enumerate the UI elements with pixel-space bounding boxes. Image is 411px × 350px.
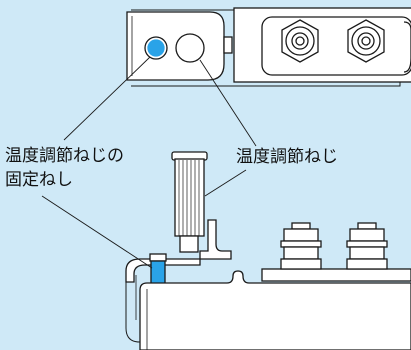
leader-lines [41,56,257,269]
side-bracket [125,219,232,283]
top-adjust-screw [175,33,205,63]
top-terminal-screw-1 [281,19,319,63]
leader-adjust-side [204,169,247,197]
side-fixing-screw [149,253,167,288]
top-terminal-screw-2 [347,19,385,63]
leader-fixing-top [63,56,151,141]
top-view-assembly [126,7,411,87]
side-base-housing [139,270,411,350]
side-terminal-screw-1 [280,222,322,270]
label-adjust-screw: 温度調節ねじ [236,147,338,167]
side-terminal-screw-2 [346,222,388,270]
side-adjust-screw [171,151,208,253]
label-fixing-screw-line2: 固定ねし [5,170,73,190]
leader-fixing-side [41,195,153,269]
label-fixing-screw-line1: 温度調節ねじの [5,146,124,166]
leader-adjust-top [199,59,257,147]
side-view-assembly [125,151,411,350]
